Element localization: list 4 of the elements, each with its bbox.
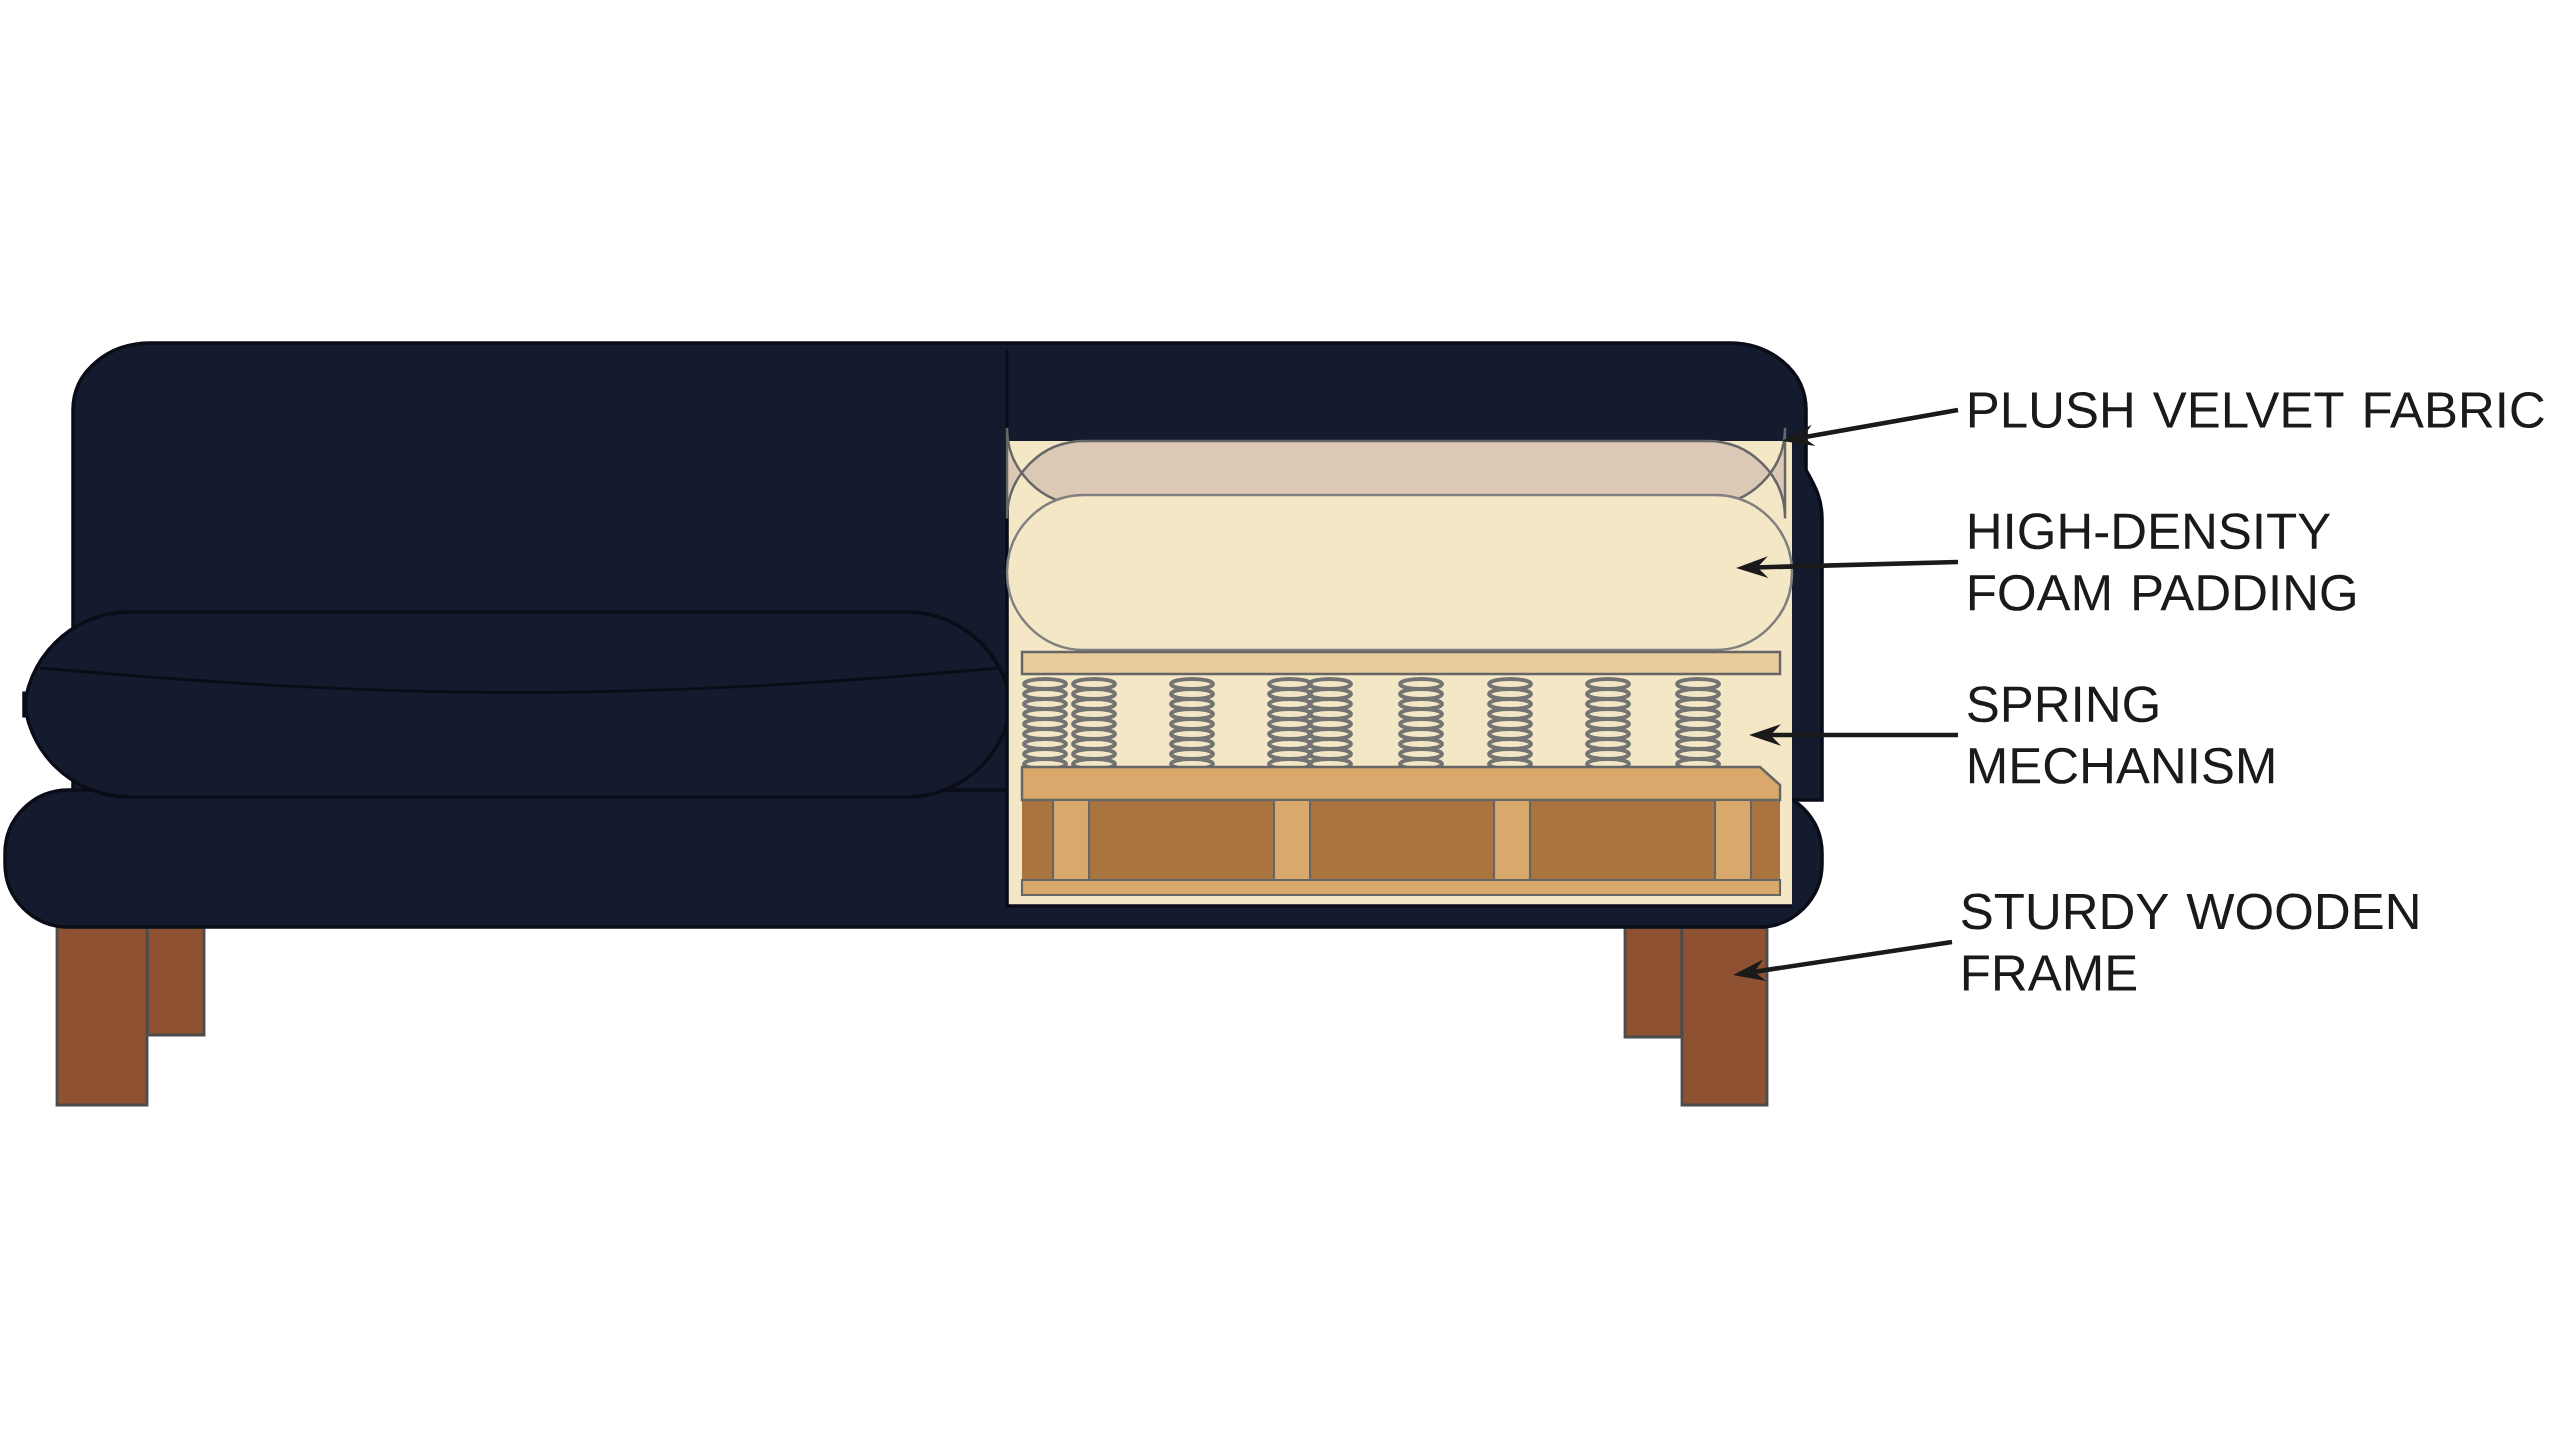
callout-label: STURDY WOODEN FRAME <box>1962 893 2418 991</box>
callout-label: HIGH-DENSITY FOAM PADDING <box>1969 513 2355 611</box>
callout-label: PLUSH VELVET FABRIC <box>1969 391 2544 429</box>
callout-label: SPRING MECHANISM <box>1968 686 2274 784</box>
